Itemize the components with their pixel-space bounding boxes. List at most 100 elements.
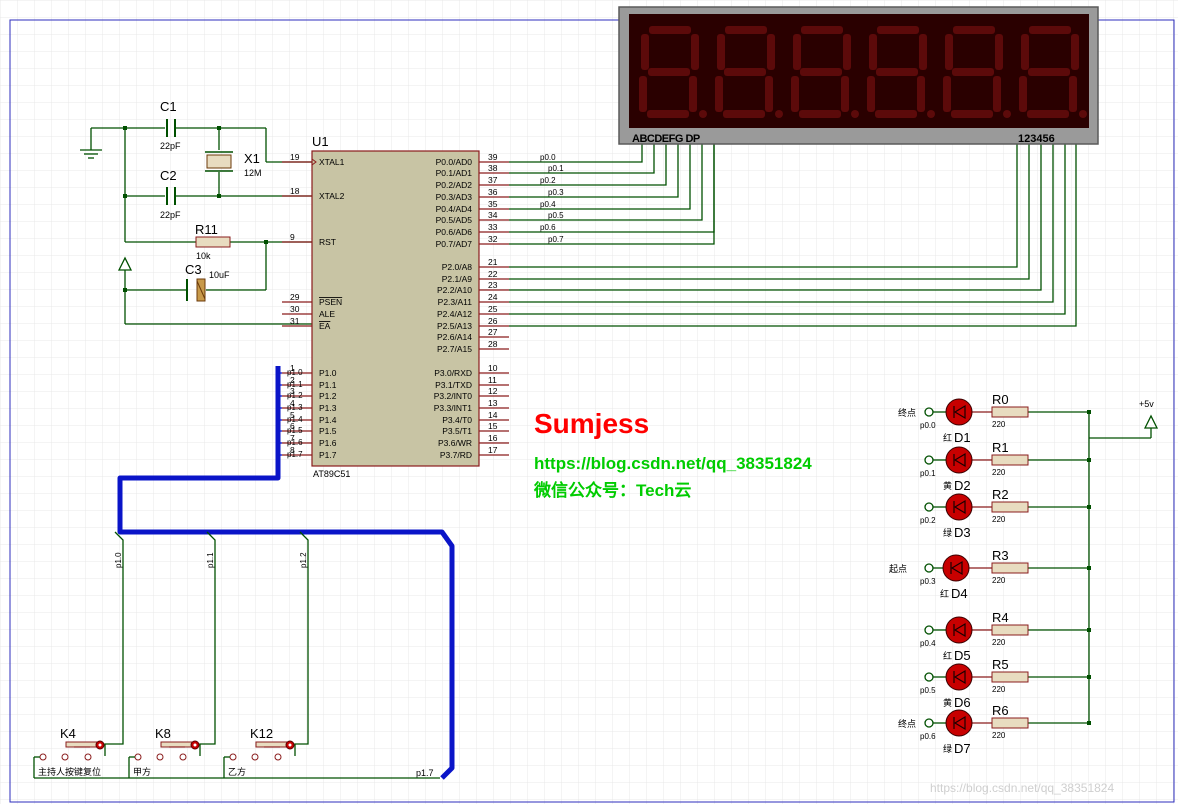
resistor-r0[interactable] <box>991 406 1029 418</box>
capacitor-c3[interactable] <box>186 278 206 302</box>
pin-number: 16 <box>488 433 498 443</box>
resistor-ref: R3 <box>992 548 1009 563</box>
pin-name: P1.2 <box>319 391 337 401</box>
pin-number: 5 <box>290 410 295 420</box>
c1-value: 22pF <box>160 141 181 151</box>
resistor-ref: R2 <box>992 487 1009 502</box>
pin-number: 28 <box>488 339 498 349</box>
resistor-r6[interactable] <box>991 717 1029 729</box>
test-point-icon <box>924 407 934 417</box>
pin-number: 7 <box>290 433 295 443</box>
pin-name: P0.2/AD2 <box>436 180 473 190</box>
crystal-x1[interactable] <box>205 151 233 172</box>
capacitor-c2[interactable] <box>166 187 176 205</box>
led-note: 终点 <box>898 407 916 418</box>
pin-number: 8 <box>290 445 295 455</box>
pin-number: 3 <box>290 386 295 396</box>
resistor-r11[interactable] <box>195 236 231 248</box>
led-icon <box>942 554 970 582</box>
test-point-icon <box>924 625 934 635</box>
resistor-r5[interactable] <box>991 671 1029 683</box>
brand-url[interactable]: https://blog.csdn.net/qq_38351824 <box>534 454 812 473</box>
pin-name: P1.5 <box>319 426 337 436</box>
capacitor-c1[interactable] <box>166 119 176 137</box>
mcu-ref: U1 <box>312 134 329 149</box>
pin-name: P3.1/TXD <box>435 380 472 390</box>
led-icon <box>945 616 973 644</box>
resistor-r1[interactable] <box>991 454 1029 466</box>
pin-number: 22 <box>488 269 498 279</box>
pin-number: 36 <box>488 187 498 197</box>
pin-net-label: p0.7 <box>548 235 564 244</box>
seven-segment-display[interactable]: ABCDEFG DP 123456 <box>618 6 1099 145</box>
display-digit <box>943 26 1011 118</box>
pin-number: 13 <box>488 398 498 408</box>
resistor-r3[interactable] <box>991 562 1029 574</box>
pin-net-label: p1.1 <box>287 380 303 389</box>
display-digit <box>1019 26 1087 118</box>
resistor-r2[interactable] <box>991 501 1029 513</box>
resistor-r4[interactable] <box>991 624 1029 636</box>
test-point-icon <box>924 455 934 465</box>
resistor-value: 220 <box>992 685 1006 694</box>
led-ref: D7 <box>954 741 971 756</box>
resistor-value: 220 <box>992 468 1006 477</box>
sheet-border <box>9 19 1175 803</box>
pin-number: 39 <box>488 152 498 162</box>
button-label: 乙方 <box>228 766 246 777</box>
led-ref: D5 <box>954 648 971 663</box>
pin-net-label: p1.2 <box>287 391 303 400</box>
